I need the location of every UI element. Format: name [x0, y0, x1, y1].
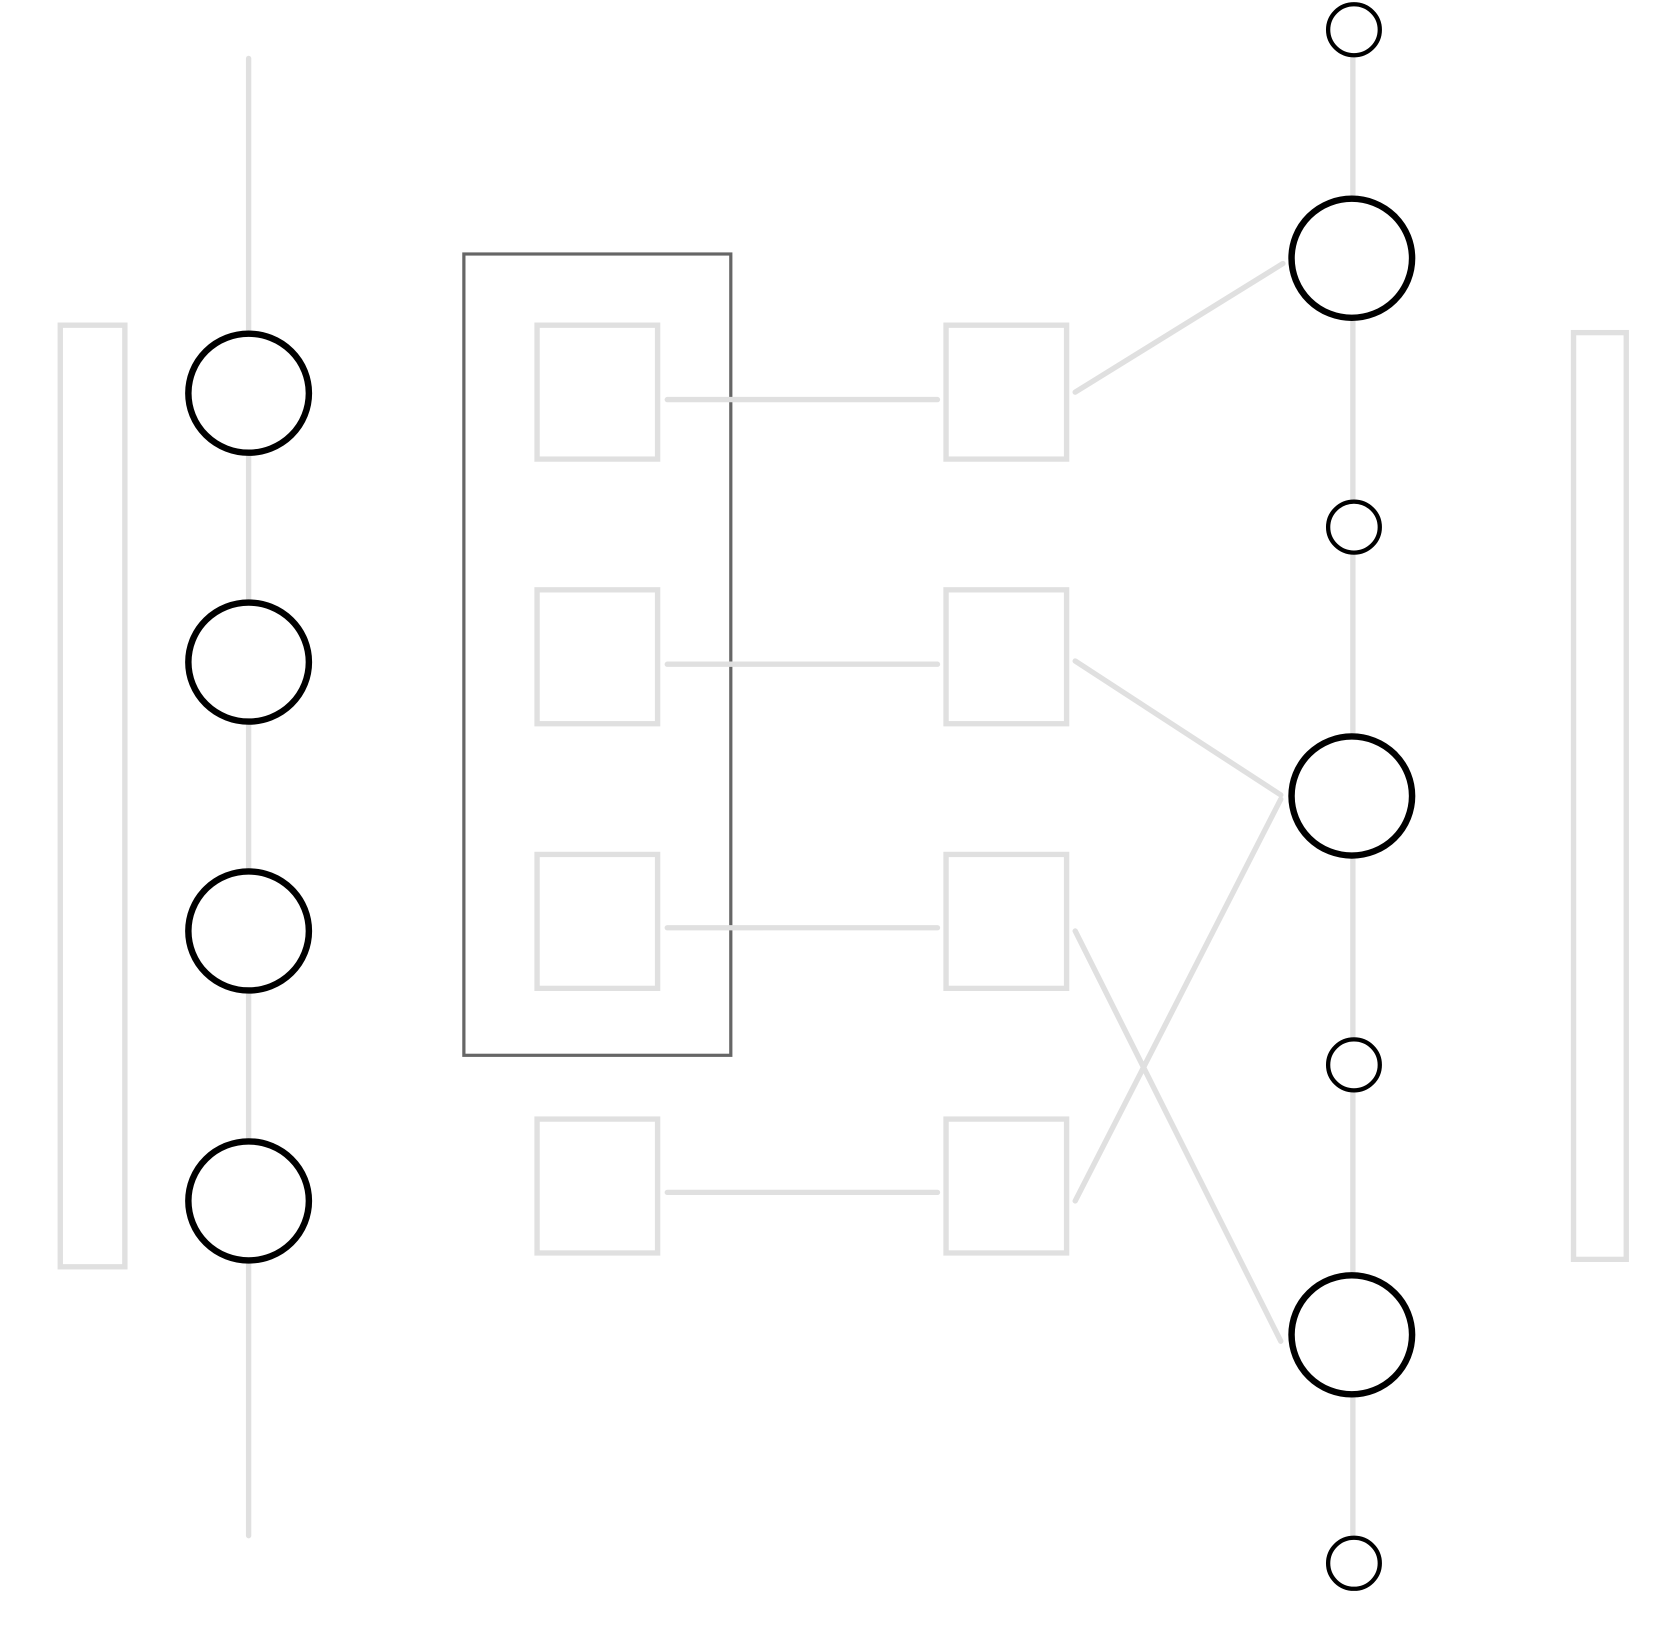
left-box-2 [534, 587, 661, 727]
left-panel [57, 322, 128, 1270]
right-small-node-4 [1325, 1535, 1382, 1591]
right-node-3 [1288, 1272, 1416, 1398]
right-small-node-1 [1325, 2, 1382, 58]
edge-diag-4 [1072, 796, 1284, 1204]
left-node-1 [185, 330, 313, 456]
right-box-1 [943, 322, 1070, 462]
right-small-node-3 [1325, 1037, 1382, 1093]
left-box-4 [534, 1116, 661, 1256]
right-small-node-2 [1325, 499, 1382, 555]
right-node-2 [1288, 733, 1416, 859]
left-box-3 [534, 851, 661, 992]
right-box-3 [943, 851, 1070, 992]
right-node-1 [1288, 195, 1416, 321]
left-node-4 [185, 1138, 313, 1264]
group-box [462, 252, 733, 1057]
edge-diag-2 [1072, 658, 1284, 798]
edge-diag-3 [1072, 928, 1284, 1344]
left-node-3 [185, 868, 313, 994]
edge-diag-1 [1072, 260, 1286, 395]
left-node-2 [185, 599, 313, 725]
right-box-2 [943, 587, 1070, 727]
right-box-4 [943, 1116, 1070, 1256]
left-box-1 [534, 322, 661, 462]
right-panel [1570, 329, 1629, 1263]
